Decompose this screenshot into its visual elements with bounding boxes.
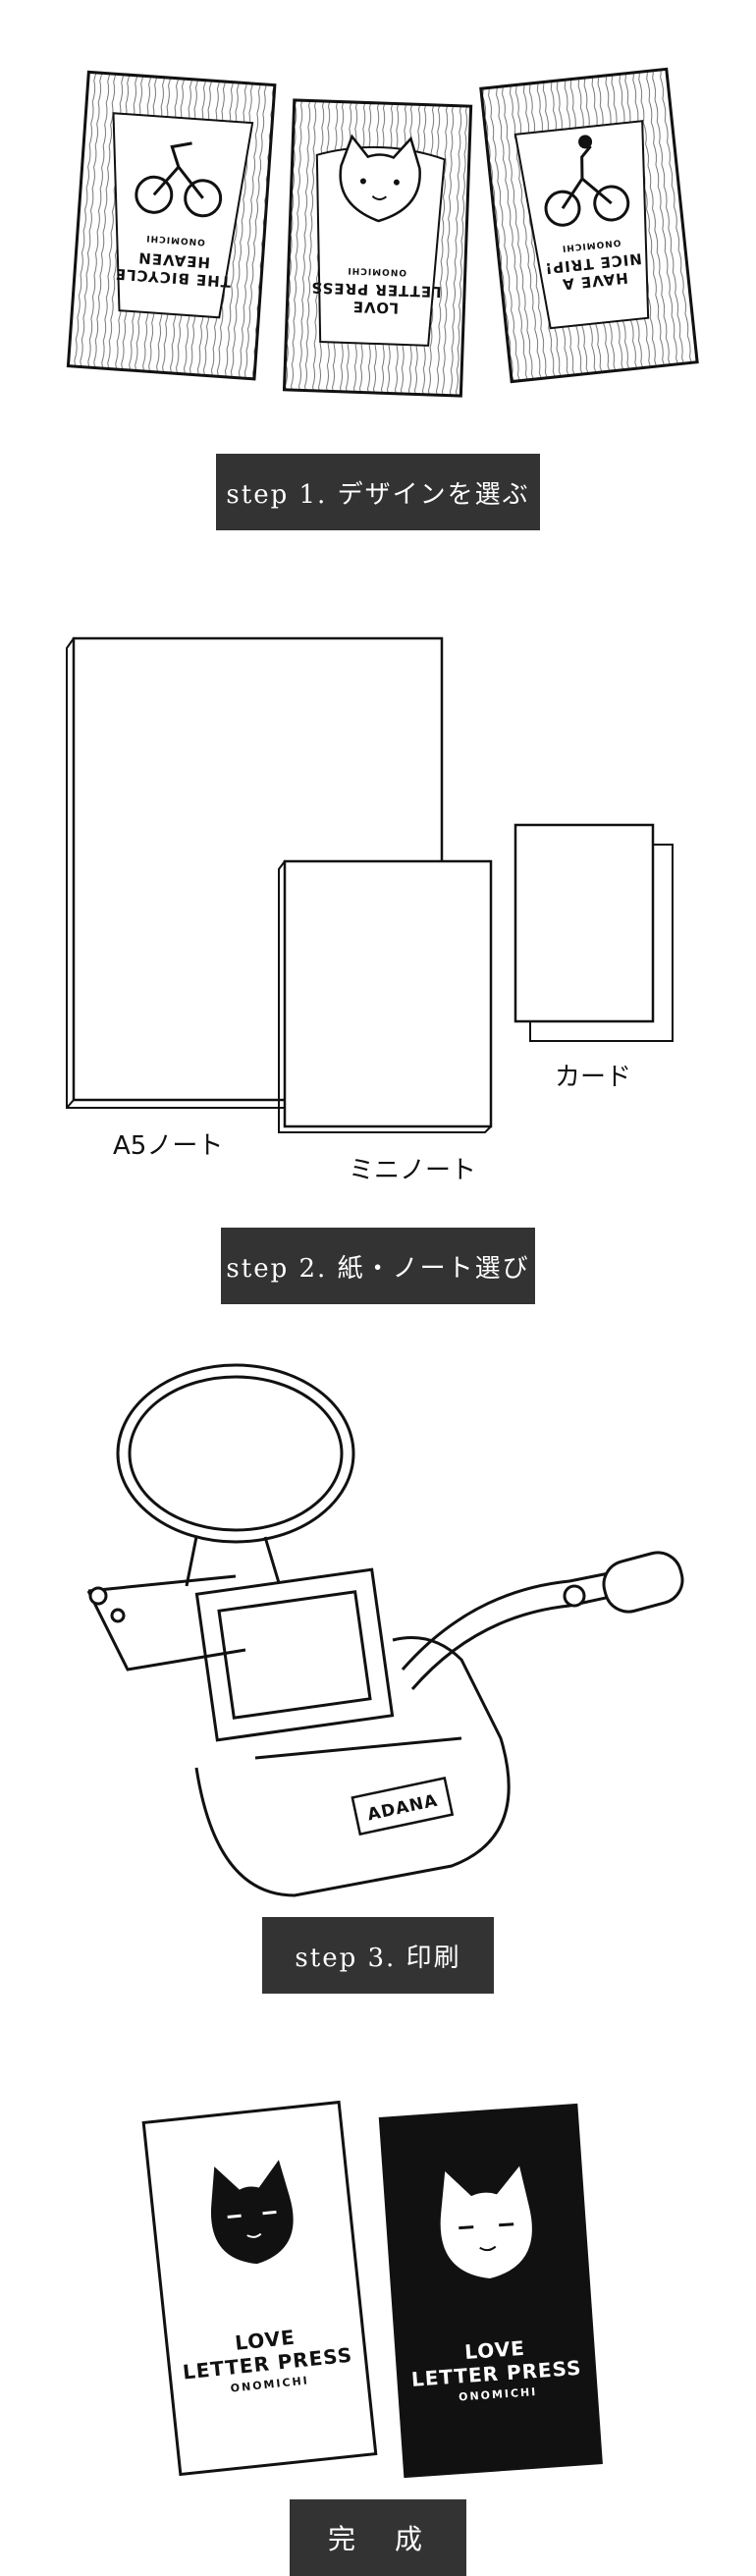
finished-cards-illustration: LOVE LETTER PRESS ONOMICHI LOVE LETTER P… [141,2100,603,2479]
block2-line1: LOVE [352,298,400,317]
woodblock-illustration: THE BICYCLE HEAVEN ONOMICHI LOVE LETTER … [66,67,699,398]
brand-plate: ADANA [351,1776,455,1836]
bicycle-icon [135,141,223,218]
bicycle-rider-icon [544,135,630,227]
mini-notebook [278,859,493,1133]
step2-label: step 2. 紙・ノート選び [221,1228,535,1304]
black-card-line1: LOVE [463,2336,525,2364]
block2-line2: LETTER PRESS [310,279,442,301]
step1-label: step 1. デザインを選ぶ [216,454,540,530]
letterpress-machine-illustration: ADANA [86,1363,684,1897]
a5-notebook-label: A5ノート [113,1131,223,1161]
cat-face-icon [440,2165,532,2279]
paper-notebook-illustration: A5ノート ミニノート カード [66,636,674,1185]
step3-label: step 3. 印刷 [262,1917,494,1994]
ink-disc [116,1363,355,1544]
block1-line3: ONOMICHI [145,233,205,247]
handle-grip [602,1551,684,1614]
block2-line3: ONOMICHI [347,265,406,277]
card-label: カード [555,1063,631,1092]
woodblock-cat: LOVE LETTER PRESS ONOMICHI [282,98,473,398]
final-section: LOVE LETTER PRESS ONOMICHI LOVE LETTER P… [0,2053,756,2576]
block1-line2: HEAVEN [137,248,211,271]
woodblock-trip: HAVE A NICE TRIP! ONOMICHI [479,67,699,384]
mini-notebook-label: ミニノート [349,1156,476,1185]
black-card-line3: ONOMICHI [459,2385,538,2404]
finished-card-white: LOVE LETTER PRESS ONOMICHI [141,2100,378,2477]
final-label: 完 成 [290,2499,466,2576]
finished-card-black: LOVE LETTER PRESS ONOMICHI [378,2103,603,2479]
woodblock-bicycle: THE BICYCLE HEAVEN ONOMICHI [66,70,277,381]
step3-section: ADANA step 3. 印刷 [0,1345,756,2013]
step2-section: A5ノート ミニノート カード step 2. 紙・ノート選び [0,589,756,1316]
cat-face-icon [339,134,421,223]
step1-section: THE BICYCLE HEAVEN ONOMICHI LOVE LETTER … [0,0,756,550]
cards [513,823,674,1042]
cat-face-icon [210,2160,294,2265]
